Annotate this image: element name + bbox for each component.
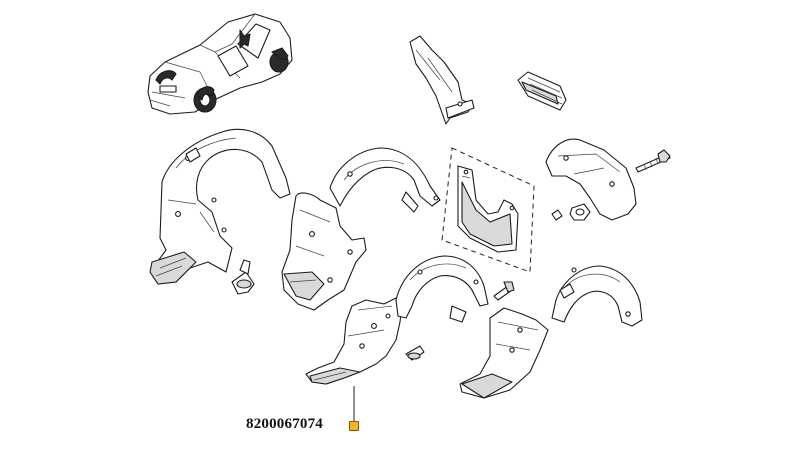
- rear-wheel-arch-liner: [551, 265, 643, 327]
- rear-wheel-arch-liner-small: [329, 147, 441, 213]
- front-wheel-arch-liner-large: [149, 128, 291, 285]
- front-wheel-arch-liner-inner: [395, 255, 489, 323]
- plastic-rivet: [405, 345, 425, 361]
- car-overview-illustration: [147, 13, 293, 115]
- front-wheel-arch-liner-lower: [305, 297, 403, 385]
- push-rivet-fastener: [231, 259, 255, 295]
- screw-fastener: [493, 281, 515, 301]
- hex-bolt: [635, 149, 671, 173]
- mud-flap-assembly: [441, 147, 535, 273]
- front-inner-splash-shield: [281, 192, 367, 311]
- callout-marker[interactable]: [349, 421, 359, 431]
- part-number-label: 8200067074: [246, 416, 323, 432]
- rear-mudguard-bracket: [545, 138, 637, 221]
- rear-splash-guard: [459, 307, 549, 399]
- clip-fastener: [551, 203, 591, 221]
- front-fender-bracket: [409, 35, 475, 125]
- air-vent-grille: [517, 71, 567, 111]
